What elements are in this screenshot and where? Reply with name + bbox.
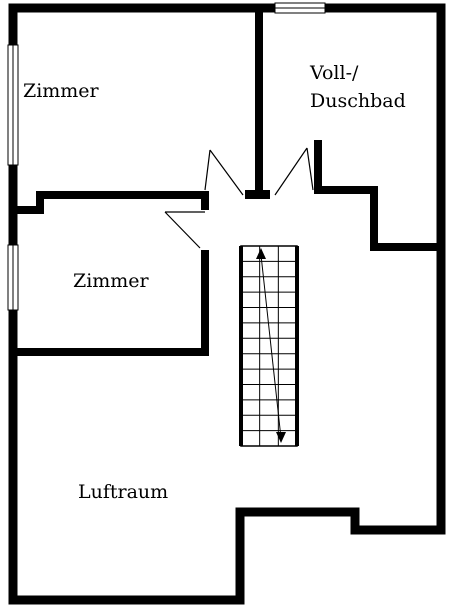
label-bath-line2: Duschbad	[310, 90, 406, 112]
label-bath-line1: Voll-/	[309, 62, 359, 84]
label-luftraum: Luftraum	[78, 481, 168, 503]
stair-direction-line	[260, 254, 282, 439]
wall-stub	[245, 190, 270, 199]
stair-outline	[240, 245, 298, 447]
wall-zimmer-left-bottom	[13, 250, 209, 356]
staircase	[239, 245, 299, 447]
label-zimmer-left: Zimmer	[73, 270, 150, 292]
outer-walls	[8, 3, 446, 605]
outer-wall	[8, 3, 446, 605]
stair-arrow-up	[256, 248, 266, 259]
interior-walls	[13, 8, 441, 356]
door-zimmer-top	[204, 149, 244, 196]
room-labels: Zimmer Zimmer Voll-/ Duschbad Luftraum	[23, 62, 406, 503]
wall-bath-lower	[314, 140, 441, 251]
door-zimmer-left	[164, 211, 205, 249]
wall-zimmer-top-bottom	[13, 191, 209, 214]
stair-lines	[241, 246, 297, 446]
windows	[7, 2, 326, 311]
door-bath	[274, 147, 314, 196]
stair-arrow-down	[276, 432, 286, 443]
doors	[164, 147, 314, 249]
label-zimmer-top: Zimmer	[23, 80, 100, 102]
